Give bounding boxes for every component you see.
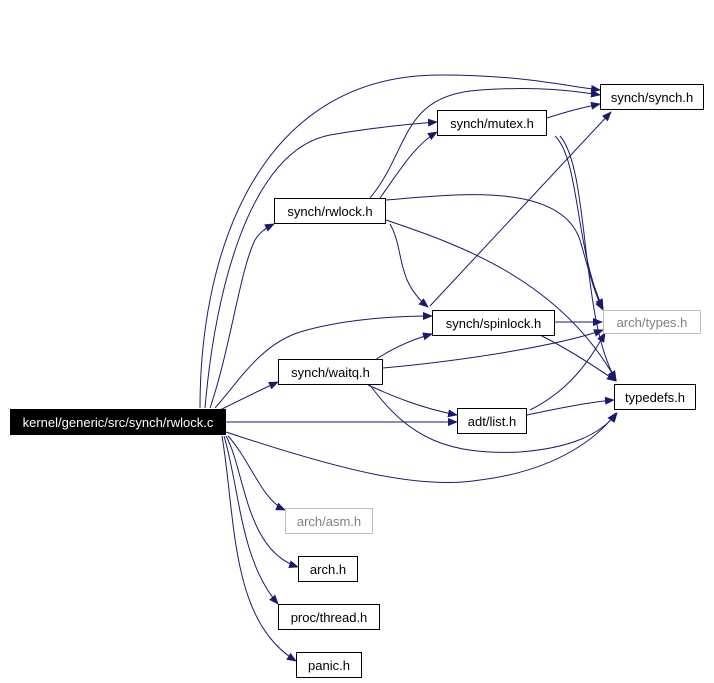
edge-rwlock-synch-spinlock [389, 223, 429, 308]
edge-root-synch-rwlock [209, 223, 275, 409]
edge-mutex-synch-synch [546, 101, 601, 119]
edge-root-proc-thread [223, 435, 279, 605]
node-panic[interactable]: panic.h [296, 652, 362, 678]
edge-root-typedefs [225, 412, 617, 484]
edge-mutex-typedefs [559, 135, 617, 381]
edge-waitq-adt-list [367, 384, 458, 418]
edge-waitq-typedefs [369, 384, 618, 453]
node-synch-mutex[interactable]: synch/mutex.h [437, 110, 547, 136]
edge-rwlock-synch-mutex [379, 131, 438, 199]
edge-rwlock-synch-synch [369, 88, 601, 199]
node-synch-waitq[interactable]: synch/waitq.h [278, 359, 383, 385]
edge-spinlock-synch-synch [429, 111, 612, 307]
edge-rwlock-typedefs [385, 219, 617, 381]
node-synch-synch[interactable]: synch/synch.h [600, 84, 704, 110]
edge-root-synch-synch [199, 74, 601, 409]
edge-spinlock-typedefs [539, 334, 617, 382]
edge-waitq-arch-types [382, 329, 604, 369]
edge-root-arch-asm [227, 435, 286, 511]
node-proc-thread[interactable]: proc/thread.h [278, 604, 380, 630]
node-arch[interactable]: arch.h [298, 556, 358, 582]
edge-waitq-synch-spinlock [374, 332, 433, 361]
edge-list-typedefs [526, 396, 615, 416]
edge-mutex-arch-types [554, 135, 604, 309]
node-adt-list[interactable]: adt/list.h [457, 408, 527, 434]
edge-rwlock-arch-types [385, 194, 604, 311]
node-synch-spinlock[interactable]: synch/spinlock.h [432, 310, 555, 336]
node-arch-types: arch/types.h [603, 310, 701, 334]
edge-root-panic [221, 435, 297, 662]
edge-root-synch-spinlock [214, 312, 433, 409]
edge-root-synch-waitq [219, 381, 279, 411]
node-arch-asm: arch/asm.h [285, 508, 373, 534]
edge-list-arch-types [529, 332, 606, 411]
edge-root-arch [225, 435, 299, 569]
node-typedefs[interactable]: typedefs.h [614, 384, 696, 410]
node-root-file: kernel/generic/src/synch/rwlock.c [10, 409, 226, 435]
edge-root-synch-mutex [204, 118, 438, 409]
node-synch-rwlock[interactable]: synch/rwlock.h [274, 198, 386, 224]
